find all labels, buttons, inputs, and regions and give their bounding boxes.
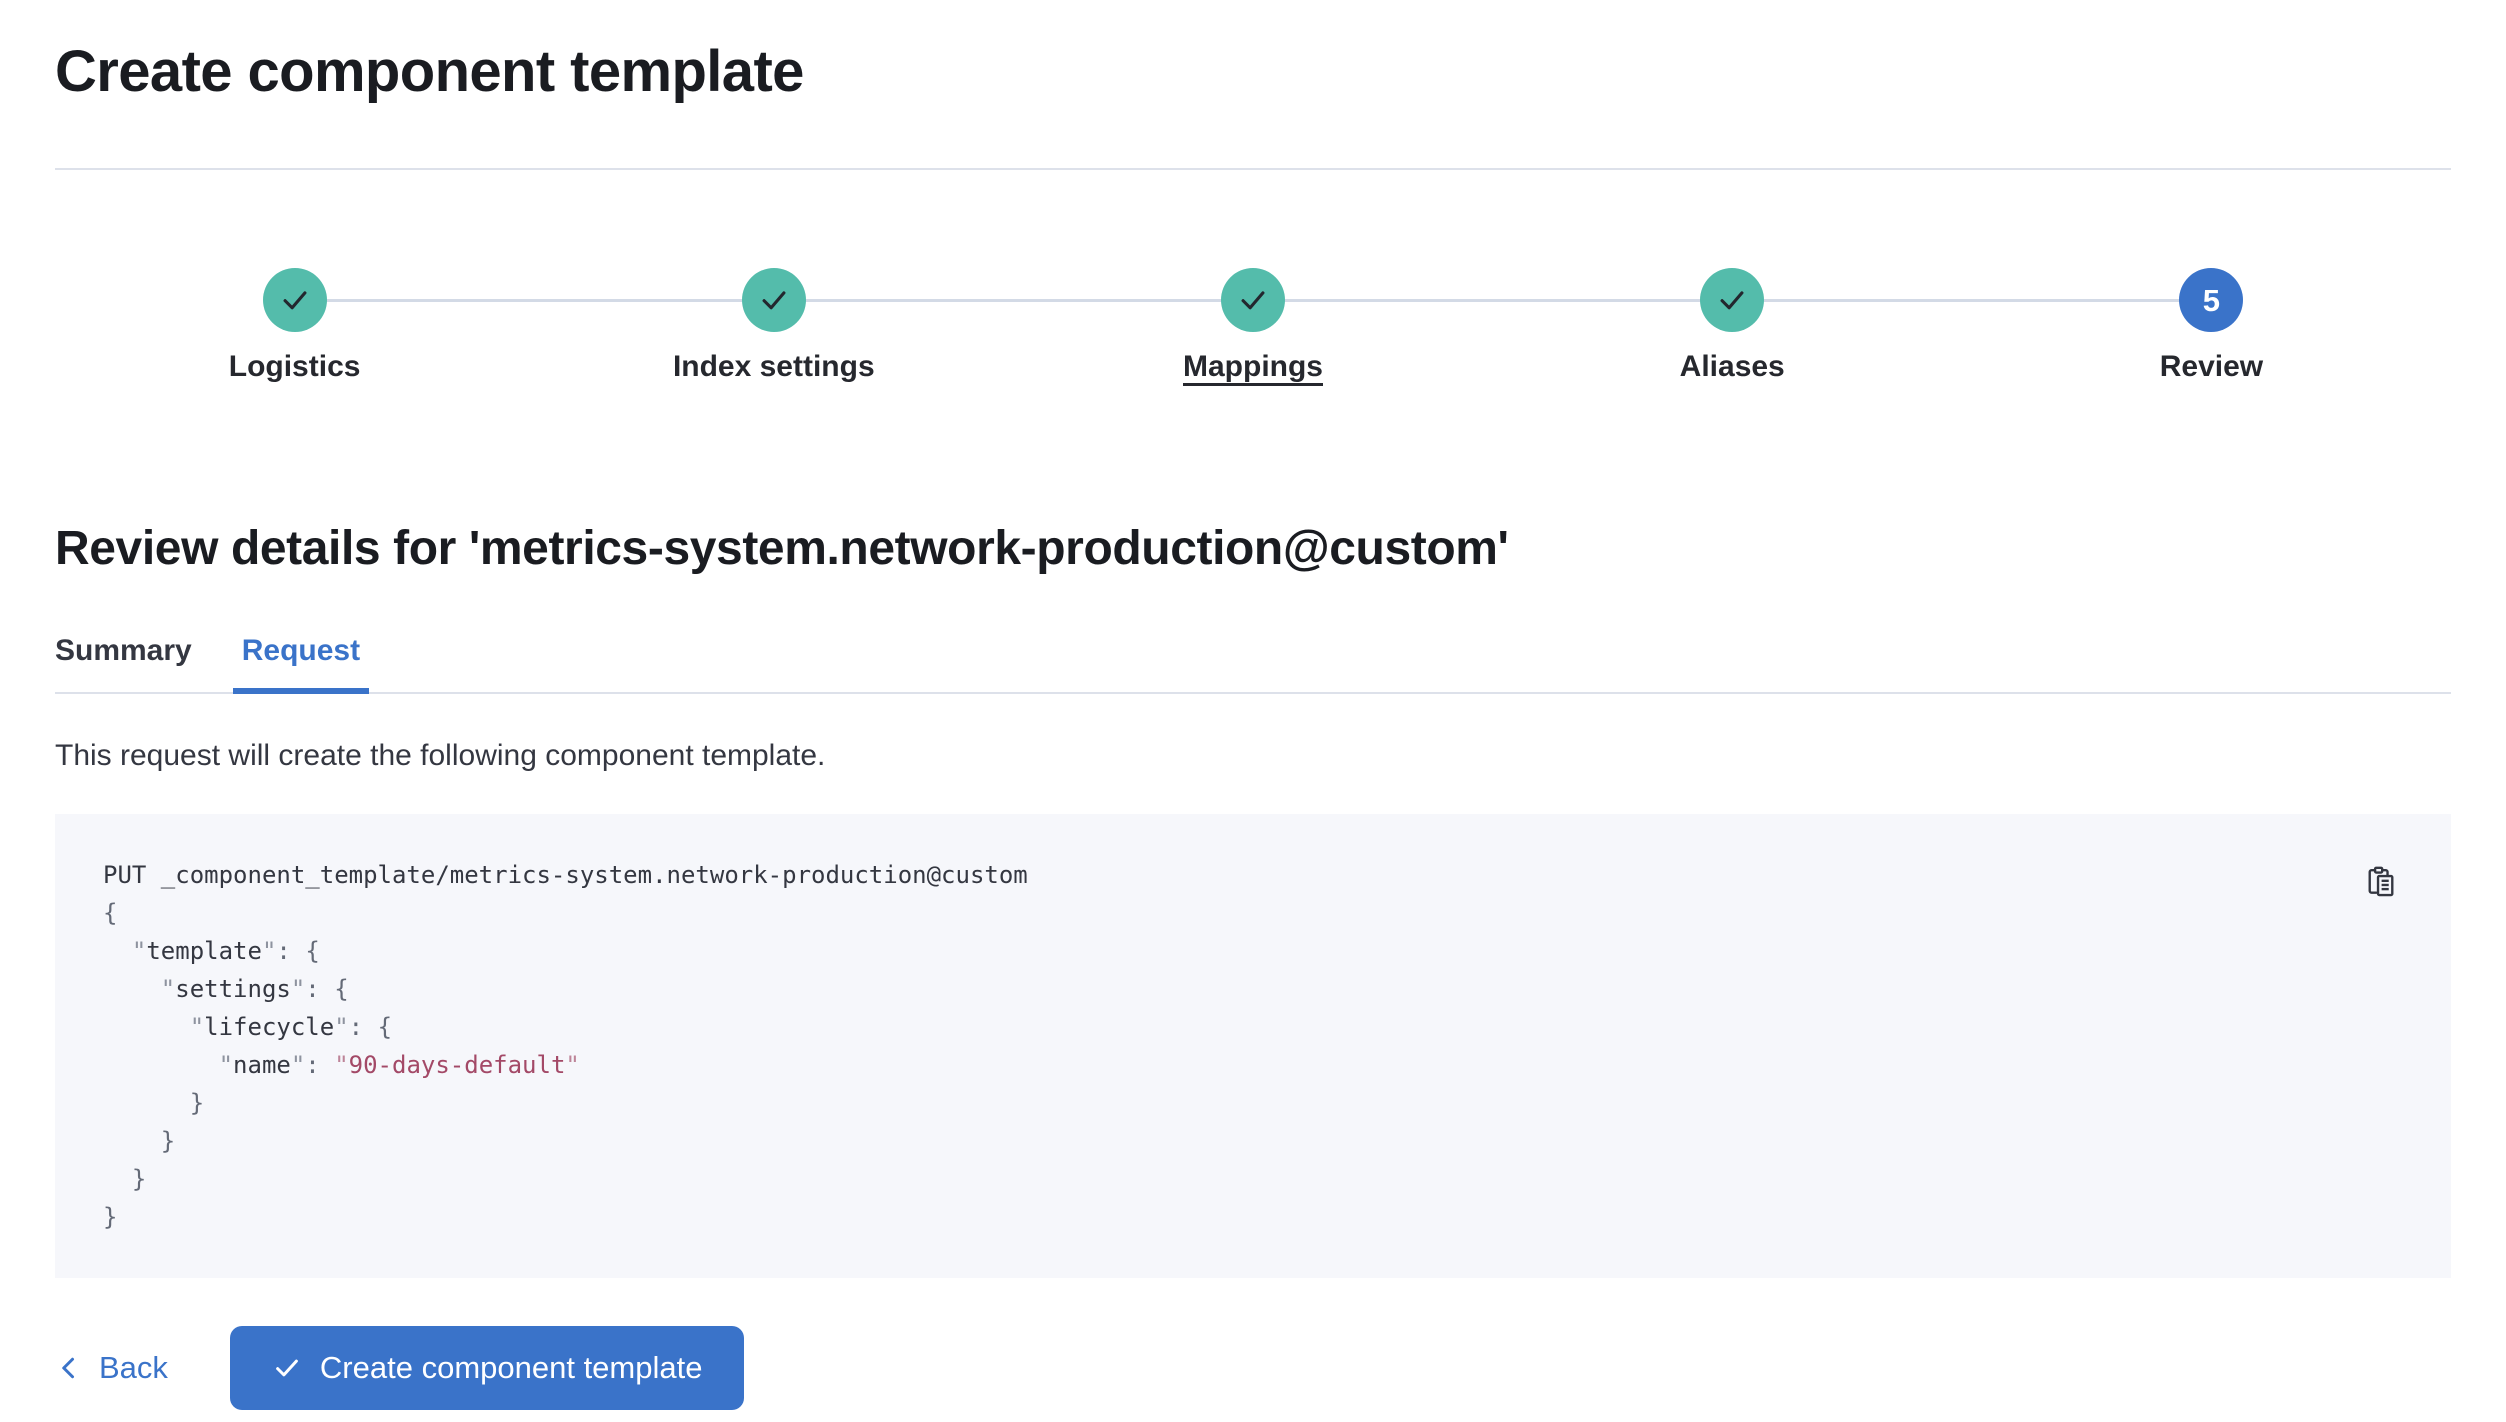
code-token: " [218, 1051, 234, 1079]
code-token: " [334, 1013, 349, 1041]
code-token: " [131, 937, 147, 965]
code-line: } [103, 1122, 2403, 1160]
code-token: : [305, 1051, 320, 1079]
back-button[interactable]: Back [55, 1350, 168, 1386]
code-token: 90-days-default [348, 1051, 566, 1079]
step-number: 5 [2202, 282, 2221, 318]
tab-bar: Summary Request [55, 632, 2451, 694]
code-line: } [103, 1198, 2403, 1236]
code-token: : [305, 975, 320, 1003]
step-index-settings[interactable]: Index settings [534, 268, 1013, 418]
code-token [103, 1051, 219, 1079]
check-icon [762, 291, 786, 310]
completed-step-circle [741, 268, 806, 332]
code-token: settings [175, 975, 291, 1003]
code-token: lifecycle [204, 1013, 335, 1041]
back-label: Back [99, 1350, 168, 1385]
code-line: { [103, 894, 2403, 932]
code-token [103, 1013, 190, 1041]
step-mappings[interactable]: Mappings [1013, 268, 1492, 418]
check-icon [1241, 291, 1265, 310]
code-token [291, 937, 305, 965]
create-component-template-button[interactable]: Create component template [229, 1326, 745, 1410]
step-label: Logistics [228, 350, 361, 383]
code-token: PUT _component_template/metrics-system.n… [103, 861, 1028, 889]
code-token: " [290, 975, 306, 1003]
code-token: { [377, 1013, 393, 1041]
create-component-template-page: Create component template Logistics Index… [0, 34, 2506, 1410]
code-token: template [146, 937, 262, 965]
completed-step-circle [1221, 268, 1285, 332]
code-token [103, 975, 161, 1003]
code-token: { [103, 899, 118, 927]
step-label: Mappings [1183, 350, 1323, 383]
submit-label: Create component template [319, 1350, 703, 1385]
step-label: Aliases [1679, 350, 1785, 383]
code-token: " [565, 1051, 580, 1079]
code-token [320, 1051, 334, 1079]
page-title: Create component template [55, 39, 804, 104]
completed-step-circle [262, 268, 327, 332]
code-token: } [189, 1089, 205, 1117]
code-token: } [131, 1165, 147, 1193]
check-icon [276, 1359, 298, 1377]
code-token: " [261, 937, 277, 965]
step-label: Review [2159, 350, 2264, 383]
code-token: { [334, 975, 349, 1003]
check-icon [283, 291, 307, 310]
title-divider [55, 168, 2451, 170]
code-line: } [103, 1160, 2403, 1198]
code-token: name [233, 1051, 291, 1079]
code-token [103, 937, 132, 965]
code-token [363, 1013, 377, 1041]
copy-button[interactable] [2361, 862, 2401, 902]
request-code: PUT _component_template/metrics-system.n… [103, 856, 2403, 1236]
code-token: " [160, 975, 176, 1003]
request-description: This request will create the following c… [55, 739, 826, 772]
copy-clipboard-icon [2368, 866, 2394, 897]
code-token [103, 1165, 132, 1193]
review-heading: Review details for 'metrics-system.netwo… [55, 522, 1509, 575]
code-line: "settings": { [103, 970, 2403, 1008]
code-line: "lifecycle": { [103, 1008, 2403, 1046]
tab-summary[interactable]: Summary [55, 632, 192, 670]
step-aliases[interactable]: Aliases [1493, 268, 1972, 418]
step-label: Index settings [672, 350, 875, 383]
code-token: " [189, 1013, 205, 1041]
chevron-left-icon [62, 1357, 74, 1379]
footer-actions: Back Create component template [55, 1326, 2451, 1410]
tab-request[interactable]: Request [232, 632, 370, 694]
code-line: PUT _component_template/metrics-system.n… [103, 856, 2403, 894]
code-token [103, 1127, 161, 1155]
completed-step-circle [1700, 268, 1765, 332]
code-token: { [305, 937, 320, 965]
code-token: : [348, 1013, 364, 1041]
request-code-block: PUT _component_template/metrics-system.n… [55, 814, 2451, 1278]
code-line: "name": "90-days-default" [103, 1046, 2403, 1084]
code-line: "template": { [103, 932, 2403, 970]
current-step-circle: 5 [2179, 268, 2244, 332]
code-token: " [290, 1051, 306, 1079]
code-token: } [103, 1203, 118, 1231]
code-token [320, 975, 334, 1003]
code-token: " [334, 1051, 349, 1079]
step-logistics[interactable]: Logistics [55, 268, 534, 418]
check-icon [1720, 291, 1744, 310]
code-token: : [276, 937, 291, 965]
code-token [103, 1089, 190, 1117]
code-line: } [103, 1084, 2403, 1122]
code-token: } [160, 1127, 176, 1155]
